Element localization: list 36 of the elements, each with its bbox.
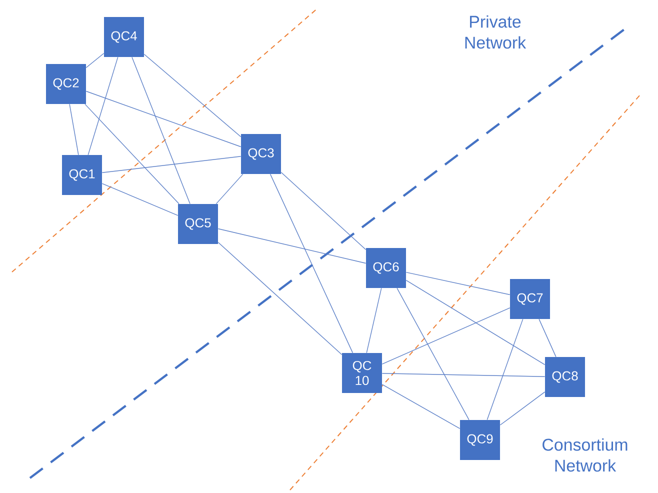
connector-line bbox=[280, 172, 366, 250]
connector-line bbox=[86, 90, 242, 148]
node-box: QC7 bbox=[510, 279, 550, 319]
connector-line bbox=[218, 228, 366, 264]
node-box: QC4 bbox=[104, 17, 144, 57]
node-box: QC3 bbox=[241, 134, 281, 174]
connector-line bbox=[86, 53, 104, 68]
connector-line bbox=[69, 104, 79, 156]
connector-line bbox=[144, 54, 242, 138]
node-box: QC 10 bbox=[342, 353, 382, 393]
connector-line bbox=[406, 272, 510, 295]
connector-line bbox=[486, 318, 524, 420]
connector-line bbox=[270, 174, 354, 354]
connector-line bbox=[406, 280, 546, 366]
connector-line bbox=[102, 183, 178, 216]
connector-line bbox=[216, 174, 244, 204]
connector-line bbox=[84, 104, 180, 204]
connector-line bbox=[382, 308, 510, 364]
node-box: QC5 bbox=[178, 204, 218, 244]
node-box: QC6 bbox=[366, 248, 406, 288]
connector-line bbox=[396, 288, 470, 420]
node-box: QC2 bbox=[46, 64, 86, 104]
node-box: QC8 bbox=[545, 357, 585, 397]
connector-line bbox=[102, 156, 242, 173]
node-box: QC1 bbox=[62, 155, 102, 195]
connector-line bbox=[218, 242, 342, 355]
connector-line bbox=[366, 288, 382, 354]
connector-line bbox=[538, 318, 556, 358]
connector-line bbox=[500, 392, 546, 426]
network-label: Consortium Network bbox=[542, 438, 628, 472]
connector-line bbox=[88, 56, 118, 156]
connector-line bbox=[382, 384, 460, 429]
connector-line bbox=[382, 373, 546, 377]
network-label: Private Network bbox=[465, 15, 526, 49]
node-box: QC9 bbox=[460, 420, 500, 460]
connector-line bbox=[132, 56, 190, 204]
